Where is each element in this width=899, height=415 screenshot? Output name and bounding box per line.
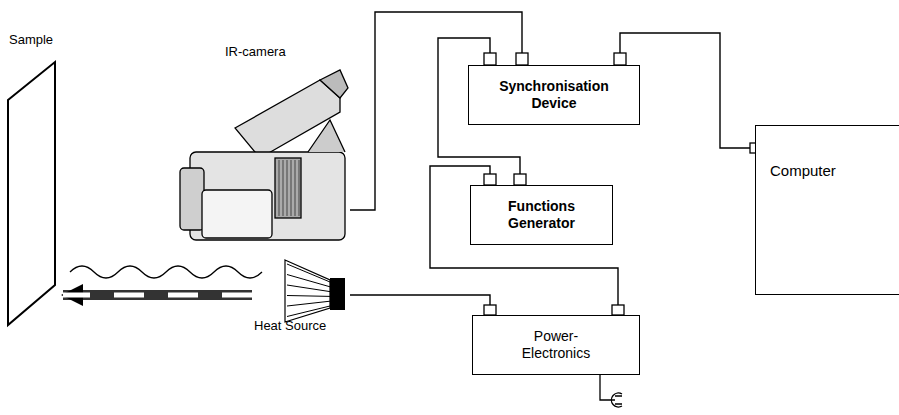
- sample-node: Sample: [5, 28, 63, 328]
- camera-node: IR-camera: [180, 40, 350, 240]
- heat-wave: [70, 266, 262, 278]
- beam-glow: [63, 293, 252, 298]
- cable: [620, 33, 755, 148]
- device-box: Power- Electronics: [472, 315, 640, 375]
- computer-node: Computer: [755, 125, 899, 295]
- box-label: Computer: [770, 162, 836, 179]
- part-label: IR-camera: [225, 44, 286, 59]
- sample-illustration: [5, 28, 63, 328]
- lamp-node: Heat Source: [252, 250, 350, 340]
- power-plug: [611, 393, 622, 407]
- wire: [430, 166, 618, 315]
- heat-beam-arrow: [63, 295, 252, 296]
- cable: [430, 166, 618, 315]
- device-box: Functions Generator: [470, 185, 613, 245]
- part-label: Sample: [9, 32, 53, 47]
- cable: [350, 295, 490, 315]
- beam-shaft: [63, 290, 252, 300]
- wire: [620, 33, 755, 148]
- part-label: Heat Source: [254, 318, 326, 333]
- box-label: Power- Electronics: [511, 328, 601, 362]
- device-box: Synchronisation Device: [468, 65, 640, 125]
- box-label: Functions Generator: [492, 198, 592, 232]
- box-label: Synchronisation Device: [489, 78, 619, 112]
- camera-illustration: [180, 40, 350, 240]
- wire: [350, 295, 490, 315]
